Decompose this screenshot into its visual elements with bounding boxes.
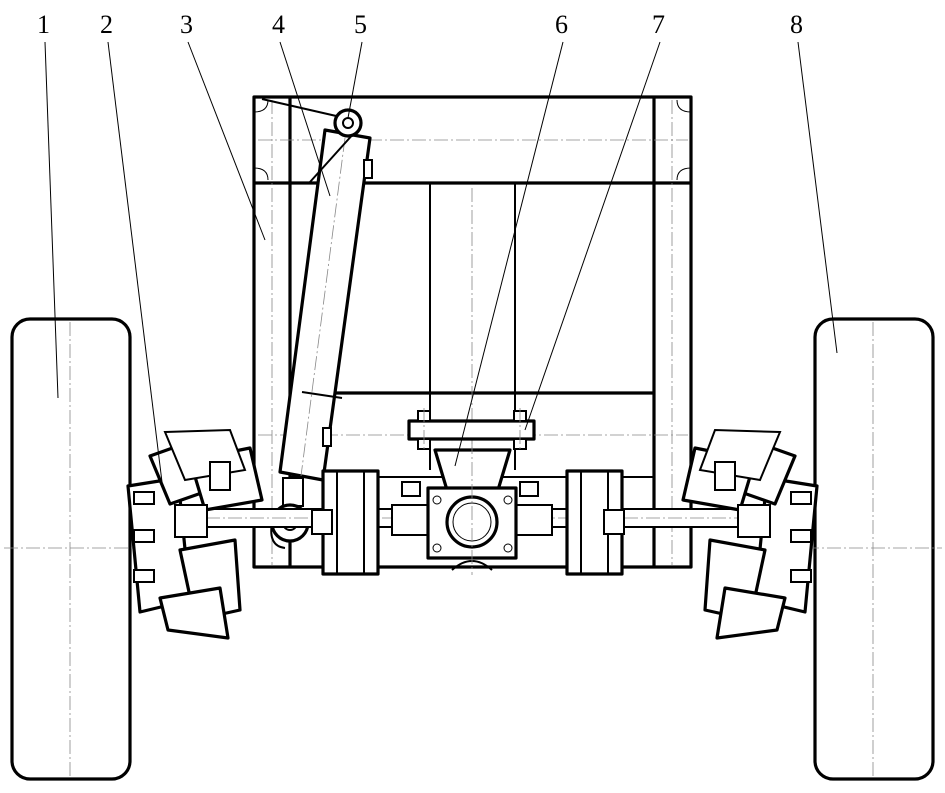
callout-1: 1 <box>37 10 50 39</box>
callout-labels: 1 2 3 4 5 6 7 8 <box>37 10 803 39</box>
left-wheel <box>4 317 140 781</box>
leader-line-5 <box>347 41 363 119</box>
leader-line-3 <box>187 41 266 241</box>
cylinder-pivot-pin <box>333 108 363 138</box>
callout-2: 2 <box>100 10 113 39</box>
mounting-plate <box>407 408 536 452</box>
right-tine-assembly <box>681 428 819 640</box>
leader-line-8 <box>797 41 838 354</box>
callout-7: 7 <box>652 10 665 39</box>
right-wheel <box>805 317 942 781</box>
leader-line-1 <box>44 41 59 399</box>
hydraulic-cylinder <box>261 98 373 482</box>
leader-line-2 <box>107 41 163 483</box>
leader-line-4 <box>279 41 331 197</box>
leader-line-7 <box>524 41 661 431</box>
callout-4: 4 <box>272 10 285 39</box>
callout-6: 6 <box>555 10 568 39</box>
callout-5: 5 <box>354 10 367 39</box>
leader-lines <box>44 41 838 483</box>
callout-3: 3 <box>180 10 193 39</box>
callout-8: 8 <box>790 10 803 39</box>
axle-support-left <box>311 469 380 576</box>
leader-line-6 <box>454 41 564 467</box>
left-tine-assembly <box>126 428 264 640</box>
center-bearing-housing <box>391 440 553 575</box>
axle-support-right <box>565 469 625 576</box>
